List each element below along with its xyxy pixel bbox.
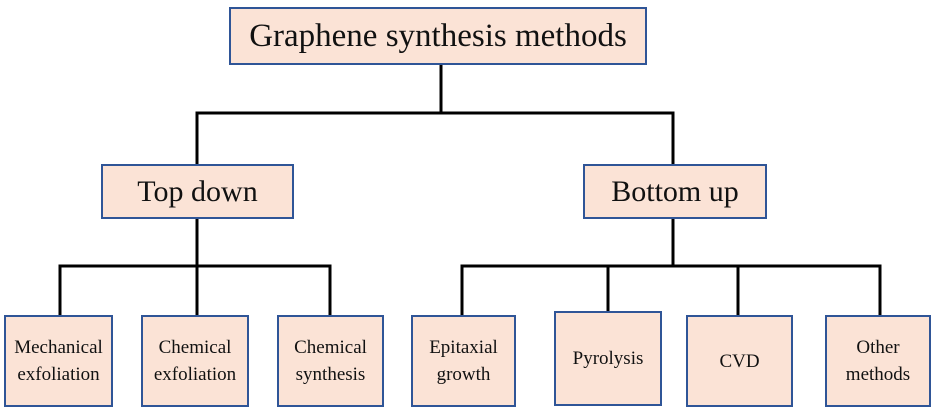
- other-methods-line-1: Other: [856, 337, 900, 358]
- bottom-up-node-label: Bottom up: [611, 174, 739, 208]
- epitaxial-growth-node-box: Epitaxial growth: [411, 315, 516, 407]
- bottom-up-node-box: Bottom up: [583, 164, 767, 219]
- cvd-node-box: CVD: [686, 315, 793, 407]
- chemical-exfoliation-line-2: exfoliation: [153, 364, 237, 385]
- top-down-node-label: Top down: [137, 174, 258, 208]
- chemical-exfoliation-node-box: Chemical exfoliation: [141, 315, 249, 407]
- chemical-exfoliation-line-1: Chemical: [158, 337, 232, 358]
- other-methods-node-box: Other methods: [825, 315, 931, 407]
- other-methods-line-2: methods: [845, 364, 911, 385]
- chemical-synthesis-node-box: Chemical synthesis: [277, 315, 384, 407]
- chemical-synthesis-line-2: synthesis: [295, 364, 366, 385]
- mechanical-exfoliation-node-box: Mechanical exfoliation: [4, 315, 113, 407]
- mechanical-exfoliation-line-1: Mechanical: [14, 337, 103, 358]
- pyrolysis-line-1: Pyrolysis: [572, 348, 644, 369]
- mechanical-exfoliation-line-2: exfoliation: [17, 364, 100, 385]
- chemical-synthesis-line-1: Chemical: [294, 337, 367, 358]
- epitaxial-growth-line-1: Epitaxial: [429, 337, 498, 358]
- root-node-label: Graphene synthesis methods: [249, 17, 627, 54]
- pyrolysis-node-box: Pyrolysis: [554, 311, 662, 406]
- cvd-line-1: CVD: [719, 350, 760, 372]
- epitaxial-growth-line-2: growth: [436, 364, 491, 385]
- root-node-box: Graphene synthesis methods: [229, 7, 647, 65]
- top-down-node-box: Top down: [101, 164, 294, 219]
